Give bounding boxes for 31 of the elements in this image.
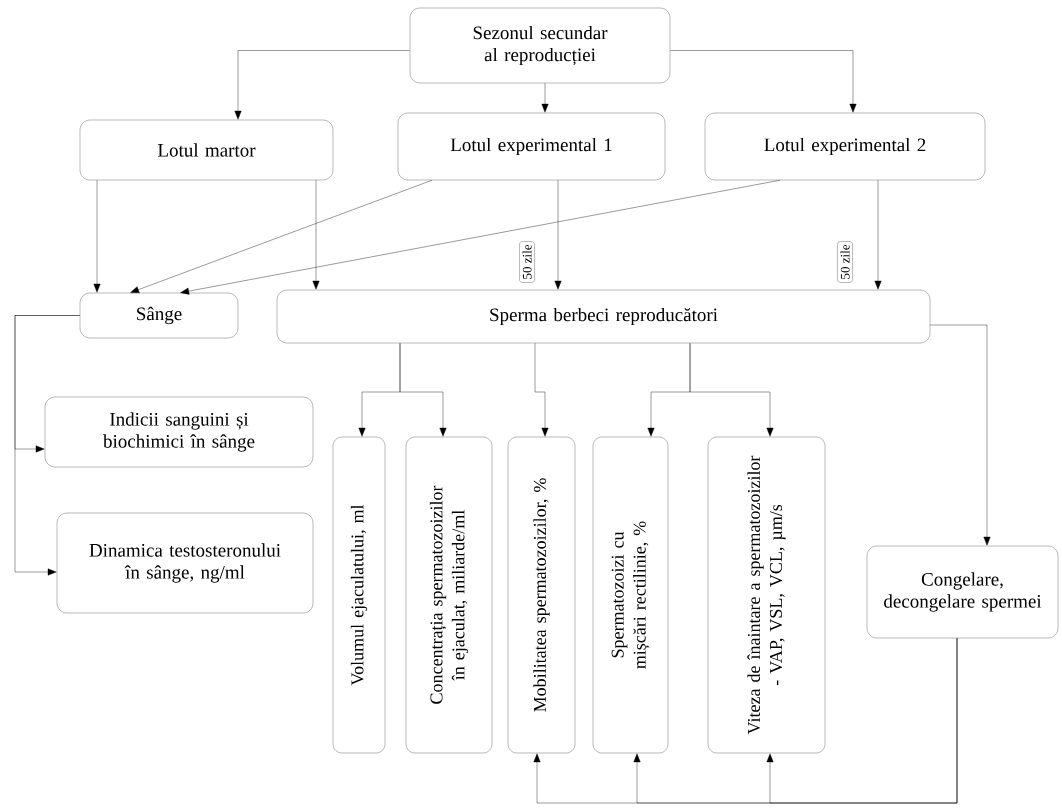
arrow (180, 180, 781, 295)
arrow (554, 180, 562, 290)
arrow (930, 324, 991, 546)
arrow (130, 180, 433, 293)
process-box: Sânge (79, 292, 239, 339)
arrow (534, 343, 549, 437)
process-box: Dinamica testosteronului în sânge, ng/ml (56, 512, 314, 614)
arrow (874, 180, 882, 290)
arrow (689, 343, 774, 437)
arrow (14, 315, 80, 576)
vertical-box: Volumul ejaculatului, ml (332, 436, 386, 754)
arrow (399, 343, 447, 437)
arrow (234, 50, 410, 120)
process-box: Lotul experimental 1 (397, 112, 666, 181)
process-box: Sperma berbeci reproducători (276, 289, 931, 344)
process-box: Congelare, decongelare spermei (866, 545, 1059, 639)
arrow (541, 83, 549, 113)
arrow (93, 180, 101, 293)
process-box: Lotul martor (79, 119, 334, 181)
vertical-box: Viteza de înaintare a spermatozoizilor - VAP, VSL, VCL, µm/s (707, 436, 826, 754)
process-box: Indicii sanguini și biochimici în sânge (44, 396, 314, 468)
vertical-box: Concentrația spermatozoizilor în ejaculat, miliarde/ml (405, 436, 493, 754)
edge-label: 50 zile (837, 241, 853, 283)
vertical-box: Spermatozoizi cu mișcări rectilinie, % (592, 436, 669, 754)
process-box: Lotul experimental 2 (704, 112, 986, 181)
arrow (766, 638, 958, 804)
arrow (670, 50, 857, 113)
process-box: Sezonul secundar al reproducției (409, 7, 671, 84)
arrow (312, 180, 320, 290)
vertical-box: Mobilitatea spermatozoizilor, % (507, 436, 576, 754)
edge-label: 50 zile (519, 241, 535, 283)
